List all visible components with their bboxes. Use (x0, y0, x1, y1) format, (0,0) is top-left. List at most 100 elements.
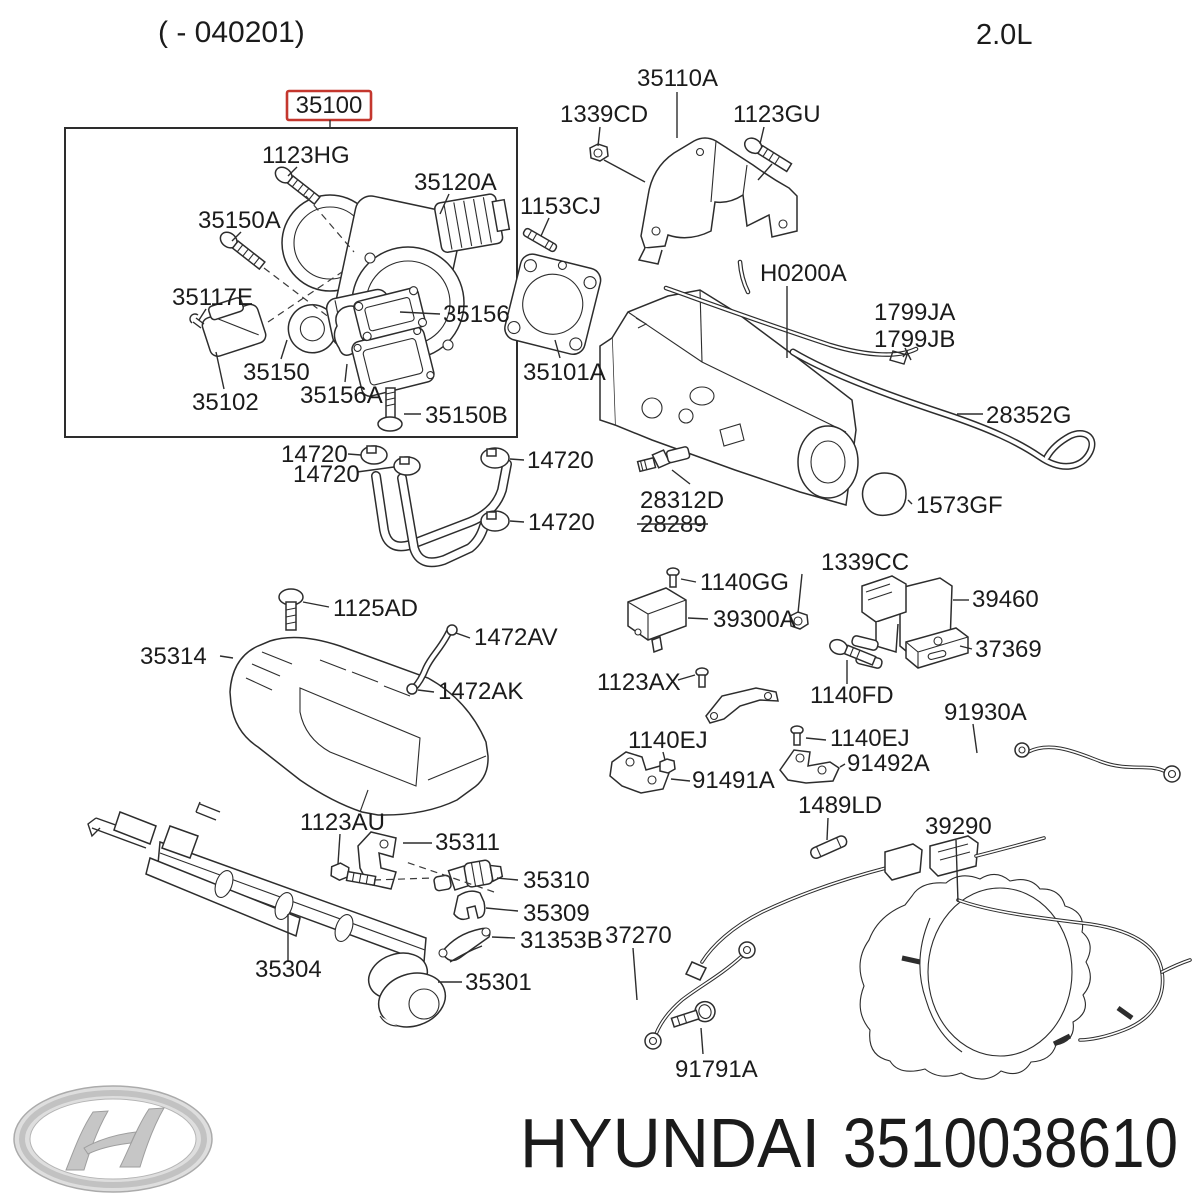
part-label-35314: 35314 (140, 643, 207, 670)
bolt-1123HG-drawing (274, 166, 321, 206)
part-label-1123AU: 1123AU (300, 809, 385, 836)
bracket-91491A-drawing (609, 751, 676, 794)
part-label-35156: 35156 (443, 301, 510, 328)
part-label-14720-1: 14720 (281, 441, 348, 468)
idle-speed-actuator-drawing (189, 286, 435, 432)
bracket-37369-drawing (905, 627, 969, 669)
brand-name: HYUNDAI (520, 1104, 820, 1182)
part-label-28312D: 28312D (640, 487, 724, 514)
part-label-91491A: 91491A (692, 767, 775, 794)
part-label-1153CJ: 1153CJ (520, 193, 601, 220)
part-label-1123GU: 1123GU (733, 101, 821, 128)
part-label-35101A: 35101A (523, 359, 606, 386)
clip-1489LD-drawing (809, 835, 848, 860)
screw-1140GG-drawing (666, 567, 680, 588)
grommet-1573GF-drawing (861, 472, 907, 517)
nut-1140EJ-drawing (659, 758, 676, 774)
part-label-35304: 35304 (255, 956, 322, 983)
part-label-35311: 35311 (435, 829, 500, 856)
part-label-39300A: 39300A (713, 606, 796, 633)
part-label-35117E: 35117E (172, 284, 253, 311)
part-label-1125AD: 1125AD (333, 595, 418, 622)
part-label-1123HG: 1123HG (262, 142, 350, 169)
screw-1140EJ-drawing (790, 725, 804, 746)
throttle-position-sensor-drawing (433, 193, 511, 254)
part-label-1140FD: 1140FD (810, 682, 894, 709)
leader-lines (198, 92, 983, 1055)
part-label-1339CD: 1339CD (560, 101, 648, 128)
part-label-91791A: 91791A (675, 1056, 758, 1083)
bolt-91791A-drawing (670, 1000, 716, 1028)
vacuum-pipe-H0200A-drawing (663, 259, 919, 357)
part-label-39460: 39460 (972, 586, 1039, 613)
bolt-1123AU-drawing (330, 862, 377, 887)
hose-1472AV-drawing (406, 624, 458, 695)
nut-1339CD-drawing (589, 143, 609, 162)
water-hoses-14720-drawing (360, 445, 512, 568)
part-label-35100-highlighted: 35100 (296, 92, 363, 119)
part-label-91492A: 91492A (847, 750, 930, 777)
part-label-37270: 37270 (605, 922, 672, 949)
bolt-1123GU-drawing (743, 137, 793, 173)
part-label-1123AX: 1123AX (597, 669, 681, 696)
part-label-1799JB: 1799JB (874, 326, 955, 353)
transmission-harness-39290-drawing (684, 835, 1192, 1080)
hose-clamp-drawing (480, 447, 510, 469)
vacuum-hose-28352G-drawing (789, 347, 1096, 470)
part-label-35150A: 35150A (198, 207, 281, 234)
caption-text: HYUNDAI 3510038610 (520, 1104, 1178, 1182)
solenoid-valve-39460-drawing (851, 575, 953, 669)
part-label-35120A: 35120A (414, 169, 497, 196)
nipple-1472AK-drawing (406, 683, 418, 695)
bracket-91492A-drawing (779, 749, 840, 784)
part-label-37369: 37369 (975, 636, 1042, 663)
part-label-1799JA: 1799JA (874, 299, 955, 326)
part-label-H0200A: H0200A (760, 260, 847, 287)
part-label-1573GF: 1573GF (916, 492, 1003, 519)
sensor-28312D-drawing (636, 446, 691, 473)
part-label-35150B: 35150B (425, 402, 508, 429)
bolt-35150B-drawing (377, 387, 403, 432)
part-label-14720-4: 14720 (528, 509, 595, 536)
gasket-35156-drawing (353, 286, 428, 342)
part-label-35110A: 35110A (637, 65, 718, 92)
screw-1123AX-drawing (695, 667, 709, 688)
part-label-91930A: 91930A (944, 699, 1027, 726)
bolt-35150A-drawing (219, 231, 266, 271)
catalog-part-number: 3510038610 (843, 1104, 1178, 1182)
ground-strap-37270-drawing (644, 941, 756, 1050)
part-label-35150: 35150 (243, 359, 310, 386)
part-label-1489LD: 1489LD (798, 792, 882, 819)
fuel-rail-35304-drawing (87, 801, 427, 964)
map-sensor-39300A-drawing (627, 587, 687, 654)
part-label-14720-2: 14720 (293, 461, 360, 488)
part-label-1140EJ-2: 1140EJ (830, 725, 910, 752)
part-label-31353B: 31353B (520, 927, 603, 954)
engine-block-drawing (599, 289, 859, 506)
part-label-35310: 35310 (523, 867, 590, 894)
part-label-1339CC: 1339CC (821, 549, 909, 576)
part-label-1140EJ-1: 1140EJ (628, 727, 708, 754)
screw-35117E-drawing (189, 313, 205, 329)
stud-1153CJ-drawing (522, 227, 558, 253)
part-label-1140GG: 1140GG (700, 569, 789, 596)
bolt-1125AD-drawing (278, 588, 304, 631)
bolt-1140FD-drawing (829, 638, 877, 666)
harness-bracket-drawing (705, 687, 779, 724)
part-label-39290: 39290 (925, 813, 992, 840)
part-label-1472AV: 1472AV (474, 624, 558, 651)
ground-cable-91930A-drawing (1014, 742, 1181, 783)
hose-clamp-drawing (360, 445, 388, 465)
engine-cover-35314-drawing (229, 636, 489, 816)
logo-h-glyph (65, 1110, 109, 1171)
assembly-guide-lines (263, 195, 495, 893)
part-labels: ( - 040201) 2.0L 35100 35110A 1339CD 112… (140, 16, 1071, 1083)
pressure-regulator-35301-drawing (367, 952, 447, 1028)
highlight-box (285, 89, 373, 122)
bracket-35110A-drawing (637, 137, 798, 265)
revision-code: ( - 040201) (158, 16, 305, 49)
hose-clamp-drawing (393, 456, 421, 476)
part-label-1472AK: 1472AK (438, 678, 523, 705)
